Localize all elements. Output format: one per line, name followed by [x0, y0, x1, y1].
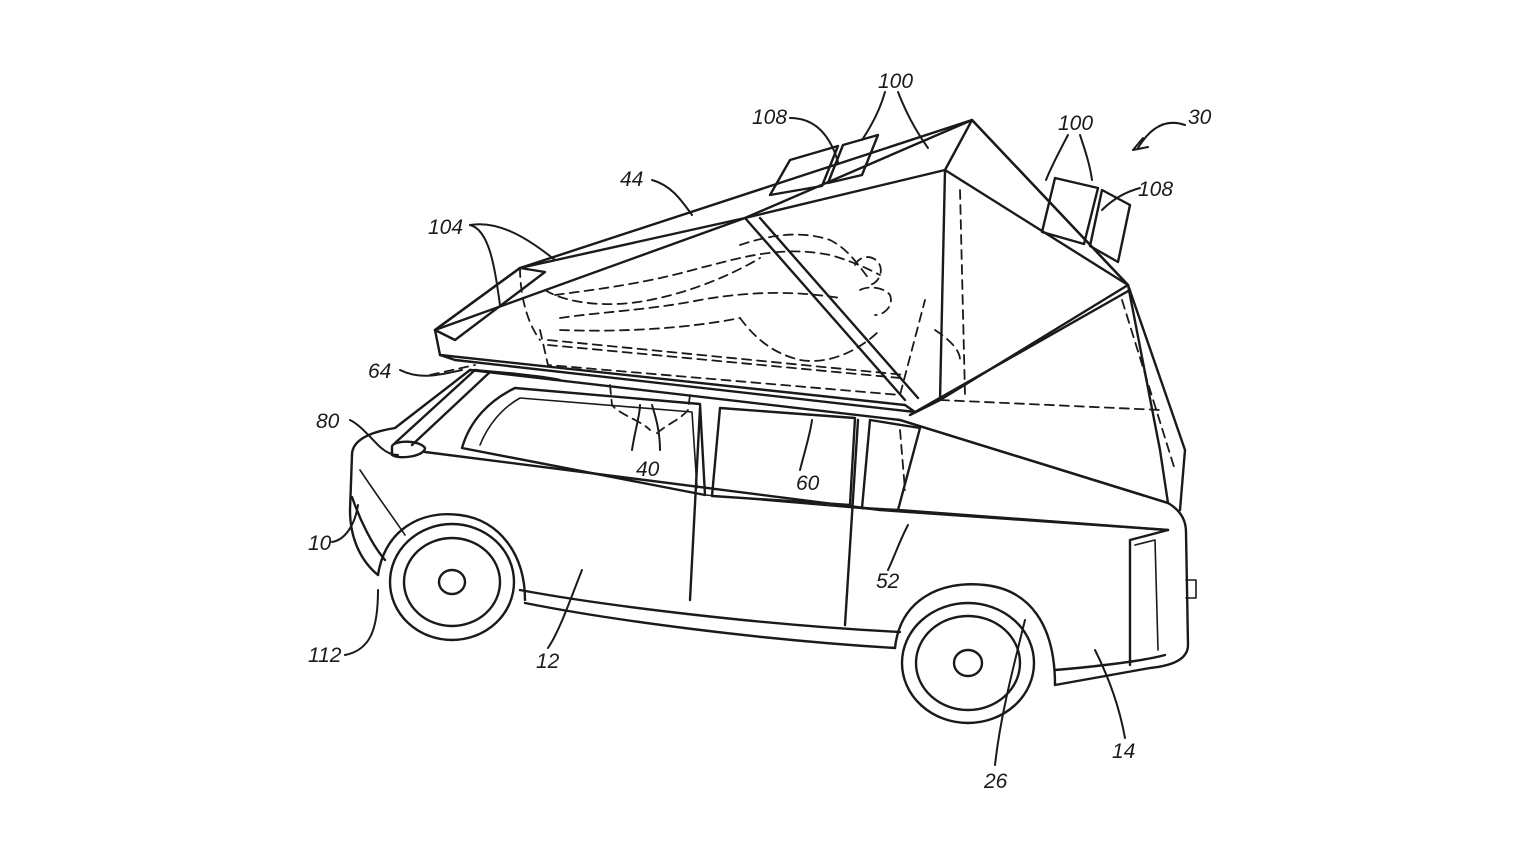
reference-numerals: 30 100 100 108 108 44 104 64 80 10 112 1…	[308, 70, 1212, 793]
ref-label-100-rear: 100	[1058, 112, 1093, 135]
ref-label-10: 10	[308, 532, 332, 555]
leader-lines	[331, 91, 1186, 766]
ref-label-30: 30	[1188, 106, 1212, 129]
front-wheel	[376, 513, 527, 642]
ref-label-112: 112	[308, 644, 342, 667]
ref-label-60: 60	[796, 472, 820, 495]
vehicle-body	[348, 368, 1197, 687]
ref-label-26: 26	[983, 770, 1008, 793]
ref-label-104: 104	[428, 216, 463, 239]
ref-label-64: 64	[368, 360, 391, 383]
roof-tent	[429, 118, 1187, 512]
ref-label-80: 80	[316, 410, 340, 433]
ref-label-44: 44	[620, 168, 643, 191]
ref-label-108-front: 108	[752, 106, 787, 129]
ref-label-12: 12	[536, 650, 560, 673]
ref-label-52: 52	[876, 570, 900, 593]
ref-label-14: 14	[1112, 740, 1135, 763]
ref-label-40: 40	[636, 458, 660, 481]
ref-label-100-front: 100	[878, 70, 913, 93]
ref-label-108-rear: 108	[1138, 178, 1173, 201]
rear-wheel	[893, 583, 1057, 725]
